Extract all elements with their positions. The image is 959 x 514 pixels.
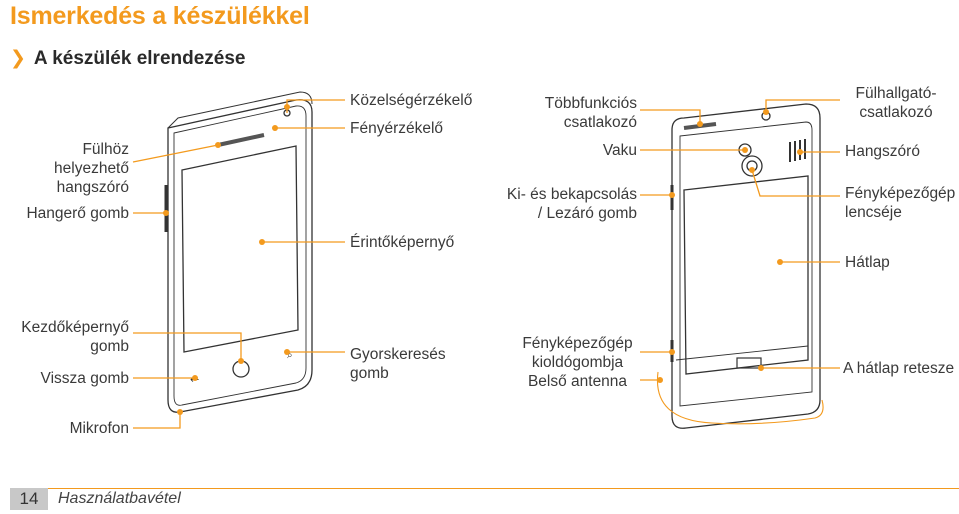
label-flash: Vaku [602,142,637,159]
svg-text:⌕: ⌕ [287,350,293,361]
label-antenna: Belső antenna [527,373,628,390]
footer: 14 Használatbavétel [10,488,181,510]
footer-rule [10,488,959,489]
label-volume: Hangerő gomb [26,205,129,222]
label-cover-latch: A hátlap retesze [843,360,955,377]
label-touchscreen: Érintőképernyő [350,234,455,251]
page-number: 14 [10,488,48,510]
label-proximity-sensor: Közelségérzékelő [350,92,473,109]
label-headset-jack: Fülhallgató-csatlakozó [855,85,937,121]
chevron-right-icon: ❯ [10,48,26,69]
leader-dots [163,104,803,415]
section-title-text: A készülék elrendezése [33,47,246,69]
leader-lines [132,99,840,429]
label-battery-cover: Hátlap [845,254,890,271]
section-title: ❯ A készülék elrendezése [10,47,246,70]
front-phone: ← ⌕ [164,91,313,413]
label-speaker: Hangszóró [845,143,920,160]
label-microphone: Mikrofon [69,420,129,437]
page-title: Ismerkedés a készülékkel [10,2,310,30]
footer-section: Használatbavétel [58,490,181,507]
label-power-key: Ki- és bekapcsolás/ Lezáró gomb [506,186,637,222]
label-back-key: Vissza gomb [40,370,129,387]
label-light-sensor: Fényérzékelő [350,120,444,137]
